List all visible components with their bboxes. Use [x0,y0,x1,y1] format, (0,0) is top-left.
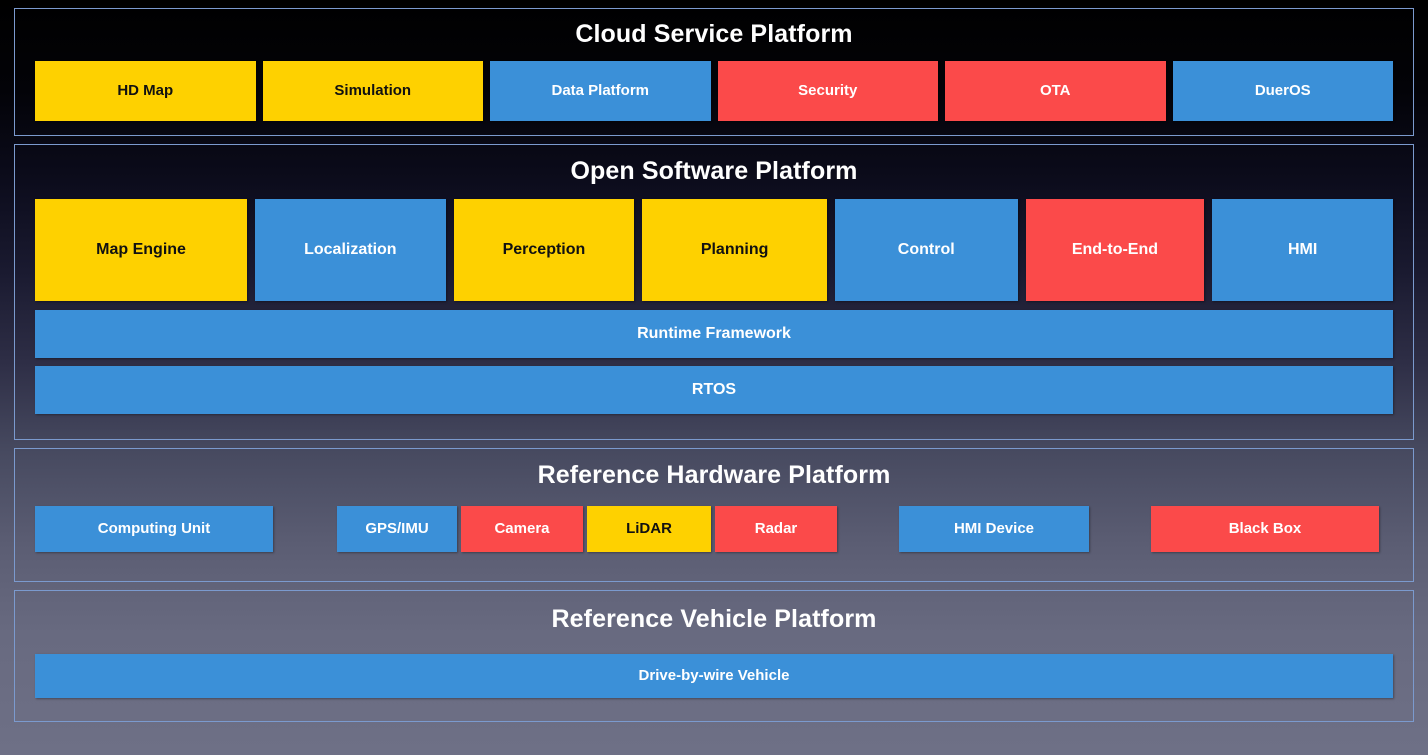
hardware-item-hmi-device[interactable]: HMI Device [899,506,1089,552]
hardware-sensor-group: GPS/IMU Camera LiDAR Radar [337,506,837,552]
layer-title-reference-vehicle-platform: Reference Vehicle Platform [551,605,877,633]
hardware-item-camera[interactable]: Camera [461,506,583,552]
layer-title-cloud-service-platform: Cloud Service Platform [575,20,853,48]
software-bar-runtime-framework[interactable]: Runtime Framework [35,310,1393,358]
vehicle-item-row: Drive-by-wire Vehicle [35,654,1393,698]
layer-title-open-software-platform: Open Software Platform [570,157,858,185]
software-module-control[interactable]: Control [834,199,1018,301]
software-bar-row-rtos: RTOS [35,366,1393,414]
hardware-item-lidar[interactable]: LiDAR [587,506,711,552]
vehicle-item-drive-by-wire-vehicle[interactable]: Drive-by-wire Vehicle [35,654,1393,698]
software-module-end-to-end[interactable]: End-to-End [1025,199,1205,301]
hardware-item-radar[interactable]: Radar [715,506,837,552]
cloud-item-data-platform[interactable]: Data Platform [490,61,711,121]
hardware-spacer-before-black-box [1089,506,1151,552]
layer-title-reference-hardware-platform: Reference Hardware Platform [537,461,891,489]
hardware-spacer-before-sensors [273,506,337,552]
software-module-hmi[interactable]: HMI [1212,199,1393,301]
software-bar-row-runtime-framework: Runtime Framework [35,310,1393,358]
layer-open-software-platform: Open Software Platform Map Engine Locali… [14,144,1414,440]
software-module-planning[interactable]: Planning [642,199,827,301]
cloud-item-security[interactable]: Security [717,61,938,121]
hardware-item-row: Computing Unit GPS/IMU Camera LiDAR Rada… [35,506,1393,552]
software-module-localization[interactable]: Localization [255,199,446,301]
hardware-item-computing-unit[interactable]: Computing Unit [35,506,273,552]
cloud-item-ota[interactable]: OTA [945,61,1166,121]
layer-reference-hardware-platform: Reference Hardware Platform Computing Un… [14,448,1414,582]
layer-cloud-service-platform: Cloud Service Platform HD Map Simulation… [14,8,1414,136]
cloud-item-hd-map[interactable]: HD Map [35,61,256,121]
hardware-item-gps-imu[interactable]: GPS/IMU [337,506,457,552]
software-module-row: Map Engine Localization Perception Plann… [35,199,1393,301]
hardware-spacer-after-sensors [837,506,899,552]
cloud-service-item-row: HD Map Simulation Data Platform Security… [35,61,1393,121]
hardware-item-black-box[interactable]: Black Box [1151,506,1379,552]
software-bar-rtos[interactable]: RTOS [35,366,1393,414]
software-module-perception[interactable]: Perception [453,199,635,301]
layer-reference-vehicle-platform: Reference Vehicle Platform Drive-by-wire… [14,590,1414,722]
software-module-map-engine[interactable]: Map Engine [35,199,248,301]
cloud-item-dueros[interactable]: DuerOS [1172,61,1393,121]
cloud-item-simulation[interactable]: Simulation [262,61,483,121]
